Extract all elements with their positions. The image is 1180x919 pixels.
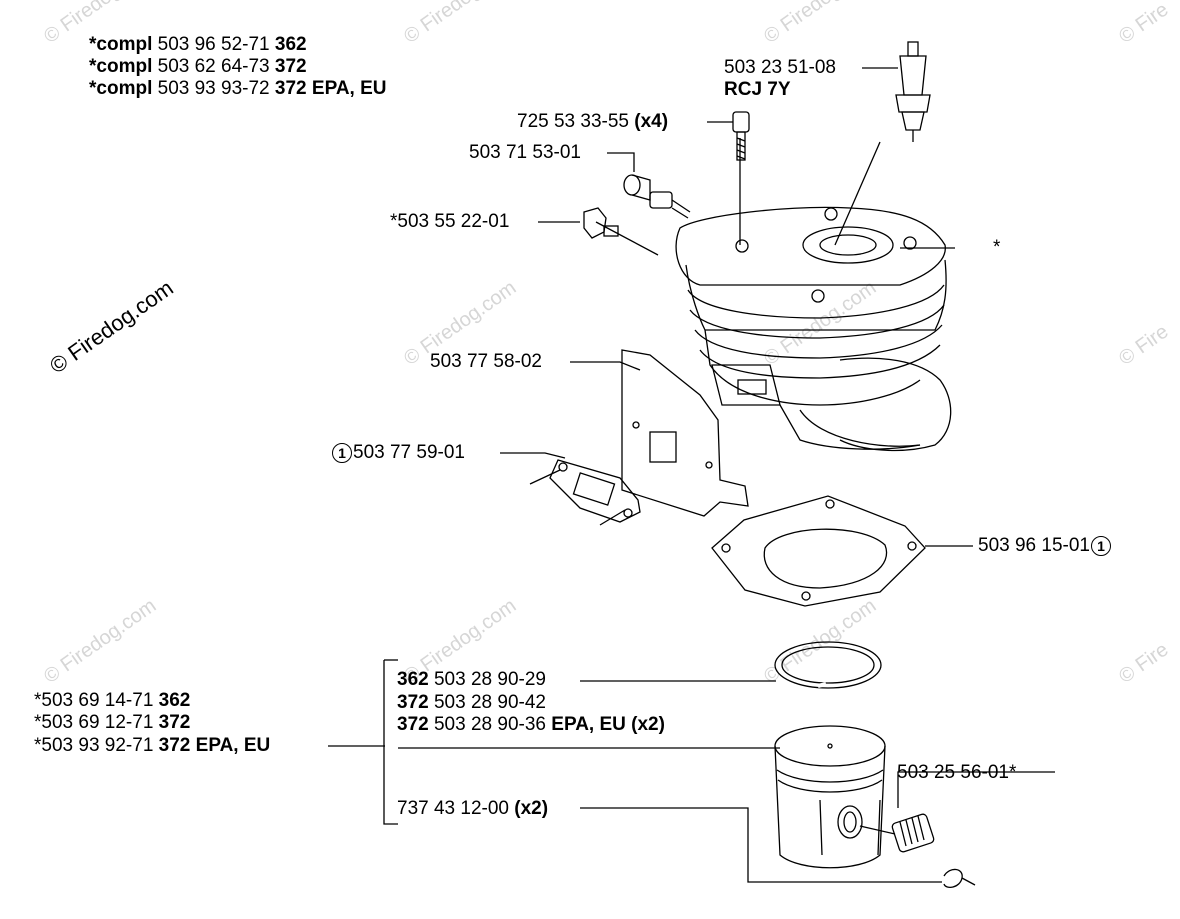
- circlip-drawing: [943, 868, 976, 889]
- model: 372 EPA, EU: [274, 78, 387, 99]
- piston-ring-line: 372 503 28 90-42: [397, 692, 546, 714]
- model: 372: [274, 56, 307, 77]
- circlip-label: 737 43 12-00 (x2): [397, 798, 548, 820]
- leader-lines: [328, 67, 1055, 883]
- part-number: 503 96 15-01: [978, 535, 1090, 556]
- quantity: (x2): [514, 798, 549, 819]
- part-number: 737 43 12-00: [397, 798, 509, 819]
- screw-label: 725 53 33-55 (x4): [517, 111, 668, 133]
- screw-drawing: [732, 111, 750, 161]
- suffix: EPA, EU (x2): [551, 714, 665, 735]
- bearing-drawing: [859, 813, 935, 853]
- cylinder-assembly-line: *compl 503 62 64-73 372: [89, 56, 307, 78]
- model: 362: [274, 34, 307, 55]
- compl-prefix: *compl: [89, 78, 153, 99]
- model: 372 EPA, EU: [158, 735, 271, 756]
- decomp-valve-drawing: [623, 174, 691, 219]
- part-number: 503 93 93-72: [157, 78, 270, 99]
- part-number: *503 69 12-71: [34, 712, 154, 733]
- part-number: 503 77 59-01: [353, 442, 465, 463]
- part-number: 503 28 90-42: [433, 692, 546, 713]
- bearing-label: 503 25 56-01*: [897, 762, 1017, 783]
- model: 372: [158, 712, 191, 733]
- piston-ring-line: 372 503 28 90-36 EPA, EU (x2): [397, 714, 665, 736]
- part-number: 503 28 90-36: [433, 714, 546, 735]
- part-number: 503 96 52-71: [157, 34, 270, 55]
- part-number: *503 93 92-71: [34, 735, 154, 756]
- spark-plug-type: RCJ 7Y: [724, 79, 791, 100]
- model: 362: [397, 669, 429, 690]
- piston-ring-line: 362 503 28 90-29: [397, 669, 546, 691]
- piston-assembly-line: *503 69 12-71 372: [34, 712, 190, 734]
- model: 372: [397, 692, 429, 713]
- quantity: (x4): [634, 111, 669, 132]
- cylinder-assembly-line: *compl 503 93 93-72 372 EPA, EU: [89, 78, 387, 100]
- model: 362: [158, 690, 191, 711]
- muffler-gasket-drawing: [549, 459, 641, 523]
- piston-assembly-line: *503 69 14-71 362: [34, 690, 190, 712]
- plug-label: *503 55 22-01: [390, 211, 510, 232]
- heat-shield-label: 503 77 58-02: [430, 351, 542, 372]
- cylinder-assembly-line: *compl 503 96 52-71 362: [89, 34, 307, 56]
- part-number: *503 69 14-71: [34, 690, 154, 711]
- part-number: 503 62 64-73: [157, 56, 270, 77]
- ref-circle: 1: [1091, 535, 1111, 556]
- heat-shield-drawing: [621, 349, 749, 517]
- spark-plug-drawing: [895, 41, 931, 142]
- compl-prefix: *compl: [89, 56, 153, 77]
- compl-prefix: *compl: [89, 34, 153, 55]
- base-gasket-drawing: [711, 495, 926, 607]
- part-number: 725 53 33-55: [517, 111, 629, 132]
- piston-assembly-line: *503 93 92-71 372 EPA, EU: [34, 735, 270, 757]
- decomp-valve-label: 503 71 53-01: [469, 142, 581, 163]
- cylinder-marker: *: [993, 237, 1001, 258]
- spark-plug-part: 503 23 51-08: [724, 57, 836, 78]
- model: 372: [397, 714, 429, 735]
- plug-drawing: [583, 207, 619, 239]
- cylinder-drawing: [675, 206, 952, 452]
- piston-drawing: [774, 725, 886, 869]
- ref-circle: 1: [332, 442, 352, 463]
- piston-ring-drawing: [774, 641, 882, 689]
- part-number: 503 28 90-29: [433, 669, 546, 690]
